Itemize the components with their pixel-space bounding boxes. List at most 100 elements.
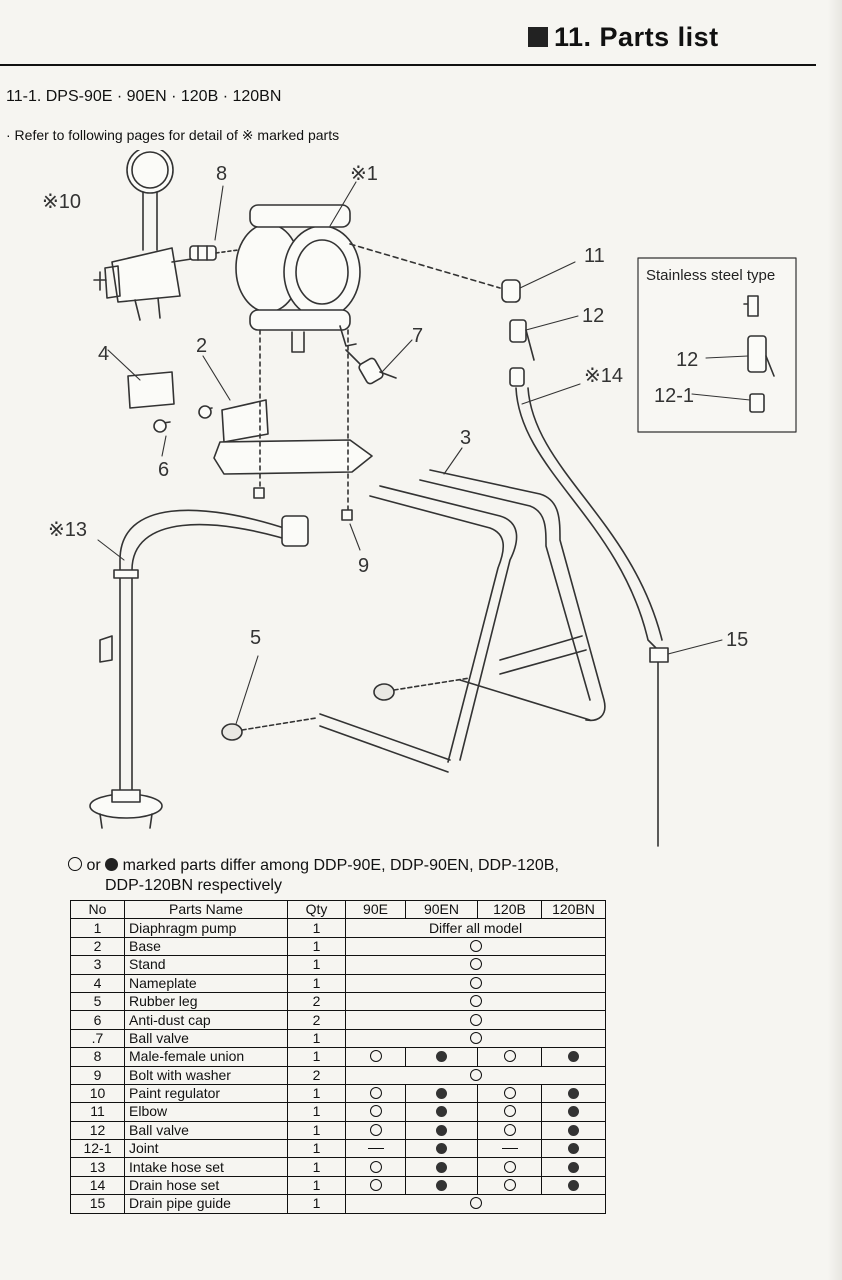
callout-3: 3 <box>460 427 471 449</box>
model-cell <box>405 1157 478 1177</box>
model-cell <box>345 1102 406 1122</box>
model-cell <box>345 1157 406 1177</box>
ball-valve-drawing <box>345 349 397 385</box>
model-cell <box>477 1083 542 1104</box>
part-qty: 1 <box>287 1102 346 1122</box>
part-number: 14 <box>70 1175 125 1196</box>
model-applicability <box>345 936 606 957</box>
intake-hose-drawing <box>89 509 309 829</box>
inset-callout-12-1: 12-1 <box>654 385 694 407</box>
part-name: Male-female union <box>124 1047 288 1067</box>
square-bullet-icon <box>528 27 548 47</box>
model-cell <box>477 1120 542 1141</box>
open-circle-icon <box>369 1087 382 1100</box>
part-name: Joint <box>124 1139 288 1159</box>
exploded-parts-diagram: ※1 2 3 4 5 6 7 8 9 ※10 11 12 ※13 ※14 15 … <box>42 150 797 847</box>
part-name: Paint regulator <box>124 1083 288 1104</box>
callout-14: ※14 <box>584 365 623 387</box>
open-circle-icon <box>503 1123 516 1136</box>
male-female-union-drawing <box>189 245 239 261</box>
col-header-90e: 90E <box>345 899 406 920</box>
open-circle-icon <box>469 939 482 952</box>
filled-circle-icon <box>436 1088 447 1100</box>
part-name: Diaphragm pump <box>124 918 288 938</box>
legend-line-1: or marked parts differ among DDP-90E, DD… <box>68 856 668 876</box>
part-name: Ball valve <box>124 1120 288 1141</box>
callout-7: 7 <box>412 325 423 347</box>
part-qty: 1 <box>287 1083 346 1104</box>
callout-10: ※10 <box>42 191 81 213</box>
col-header-no: No <box>70 899 125 920</box>
model-applicability <box>345 955 606 975</box>
model-cell <box>477 1157 542 1177</box>
header-rule <box>0 64 816 66</box>
section-title: 11-1. DPS-90E · 90EN · 120B · 120BN <box>6 88 282 105</box>
open-circle-icon <box>68 857 82 871</box>
part-qty: 1 <box>287 936 346 957</box>
part-number: 12-1 <box>70 1139 125 1159</box>
part-number: 15 <box>70 1194 125 1214</box>
filled-circle-icon <box>568 1088 579 1100</box>
part-number: 3 <box>70 955 125 975</box>
callout-8: 8 <box>216 163 227 185</box>
open-circle-icon <box>503 1179 516 1192</box>
part-number: 11 <box>70 1102 125 1122</box>
open-circle-icon <box>503 1105 516 1118</box>
nameplate-drawing <box>127 371 175 409</box>
callout-2: 2 <box>196 335 207 357</box>
part-name: Elbow <box>124 1102 288 1122</box>
open-circle-icon <box>503 1087 516 1100</box>
callout-4: 4 <box>98 343 109 365</box>
col-header-90en: 90EN <box>405 899 478 920</box>
drain-hose-drawing <box>349 243 669 847</box>
part-name: Base <box>124 936 288 957</box>
part-name: Ball valve <box>124 1028 288 1049</box>
col-header-120bn: 120BN <box>541 899 606 920</box>
open-circle-icon <box>503 1160 516 1173</box>
model-applicability <box>345 1010 606 1030</box>
model-cell <box>345 1047 406 1067</box>
part-number: 12 <box>70 1120 125 1141</box>
part-qty: 1 <box>287 918 346 938</box>
model-cell <box>541 1083 606 1104</box>
filled-circle-icon <box>436 1106 447 1118</box>
model-applicability <box>345 1194 606 1214</box>
part-qty: 1 <box>287 1157 346 1177</box>
open-circle-icon <box>369 1160 382 1173</box>
part-name: Intake hose set <box>124 1157 288 1177</box>
part-number: 10 <box>70 1083 125 1104</box>
filled-circle-icon <box>436 1180 447 1192</box>
open-circle-icon <box>469 1068 482 1081</box>
model-cell <box>405 1047 478 1067</box>
part-number: 1 <box>70 918 125 938</box>
part-qty: 1 <box>287 1047 346 1067</box>
model-cell <box>541 1139 606 1159</box>
part-number: 9 <box>70 1065 125 1085</box>
filled-circle-icon <box>568 1124 579 1136</box>
model-applicability: Differ all model <box>345 918 606 938</box>
callout-11: 11 <box>584 245 605 267</box>
table-header-row: No Parts Name Qty 90E 90EN 120B 120BN <box>70 899 606 920</box>
part-name: Stand <box>124 955 288 975</box>
model-cell <box>477 1139 542 1159</box>
inset-title: Stainless steel type <box>646 267 775 284</box>
model-cell <box>345 1083 406 1104</box>
model-cell <box>405 1120 478 1141</box>
model-cell <box>345 1175 406 1196</box>
model-cell <box>541 1157 606 1177</box>
open-circle-icon <box>469 1197 482 1210</box>
callout-5: 5 <box>250 627 261 649</box>
part-qty: 1 <box>287 1028 346 1049</box>
part-qty: 1 <box>287 1175 346 1196</box>
